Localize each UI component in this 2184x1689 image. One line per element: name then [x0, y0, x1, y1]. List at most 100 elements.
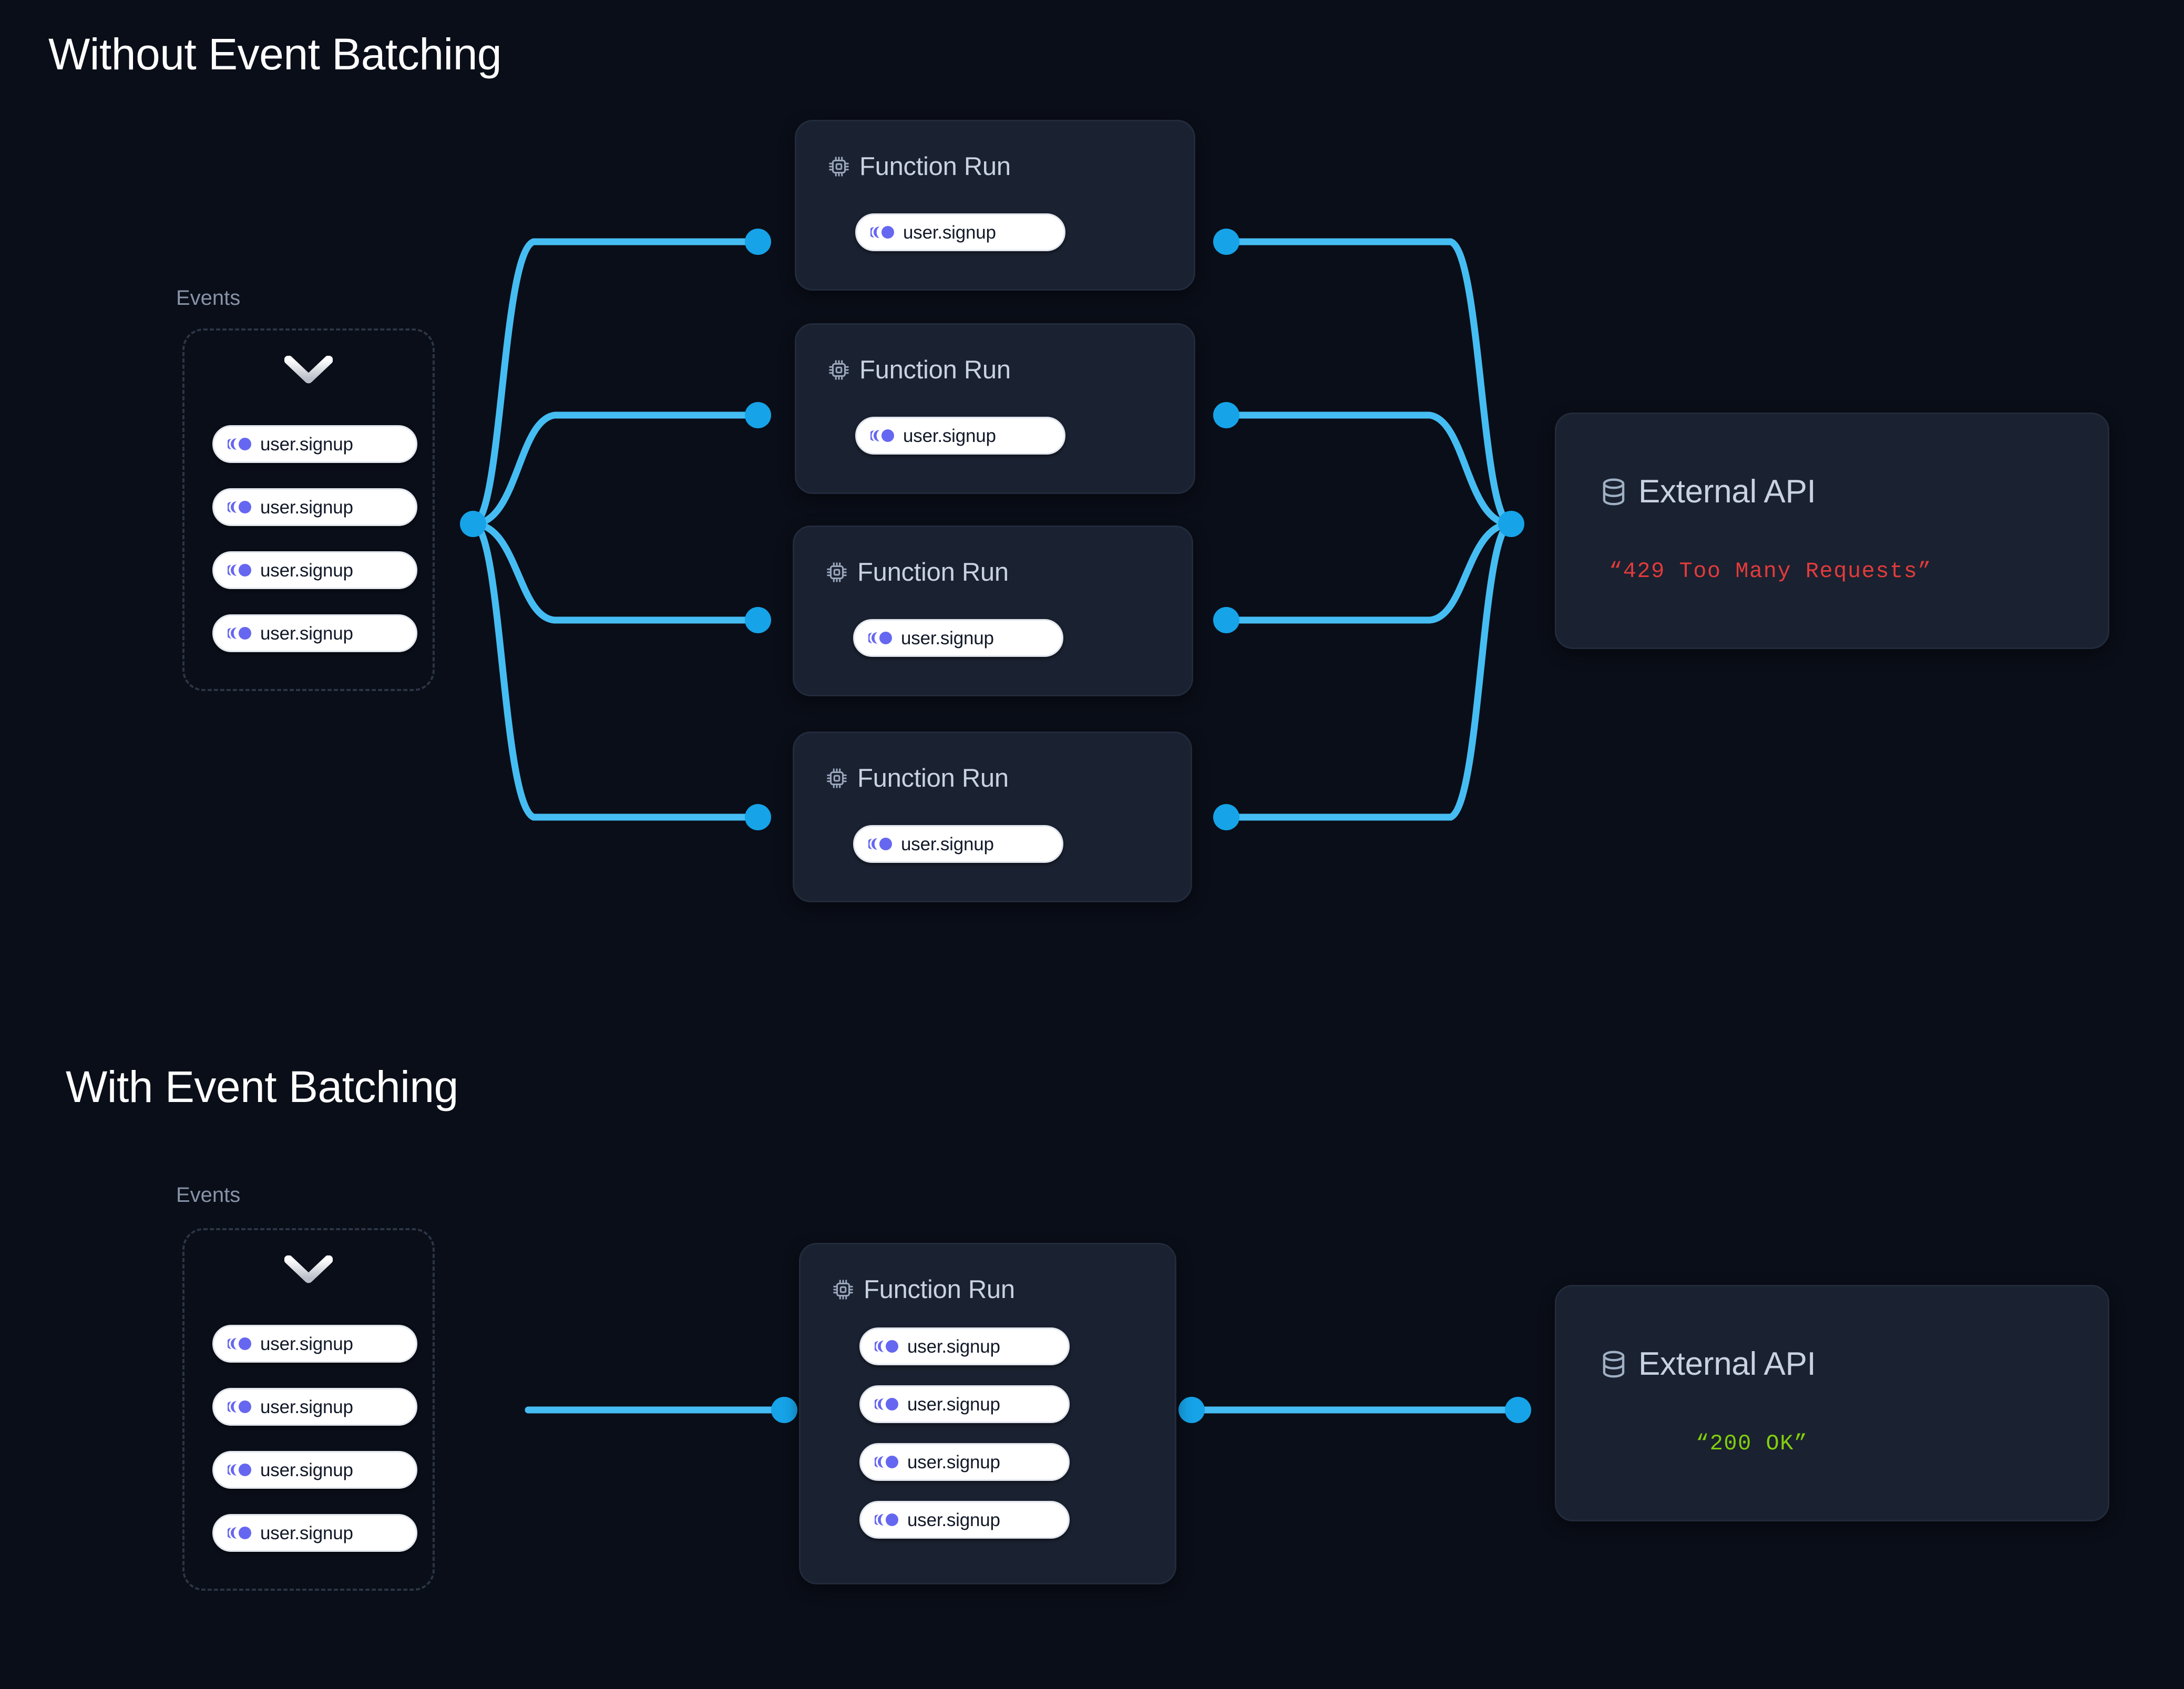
status-badge: “200 OK”	[1696, 1431, 1808, 1456]
external-api-card[interactable]: External API “200 OK”	[1555, 1285, 2109, 1521]
inngest-event-icon	[875, 1456, 898, 1468]
card-title: Function Run	[857, 558, 1009, 586]
event-pill-label: user.signup	[260, 434, 353, 455]
event-pill-label: user.signup	[907, 1336, 1000, 1357]
inngest-event-icon	[875, 1513, 898, 1526]
edge-dot-source-hub	[460, 511, 486, 537]
edge-dot-batch-api-in	[1505, 1397, 1531, 1423]
events-container-bottom: user.signup user.signup user.signup	[182, 1228, 435, 1591]
card-header: Function Run	[827, 355, 1011, 385]
event-pill[interactable]: user.signup	[212, 614, 417, 652]
card-header: Function Run	[825, 558, 1009, 587]
status-badge: “429 Too Many Requests”	[1609, 559, 1932, 584]
edge-dot-run-2-out	[1213, 402, 1239, 428]
cpu-chip-icon	[829, 360, 849, 380]
card-header: Function Run	[827, 152, 1011, 181]
event-pill[interactable]: user.signup	[212, 551, 417, 589]
event-pill[interactable]: user.signup	[212, 425, 417, 463]
external-api-card[interactable]: External API “429 Too Many Requests”	[1555, 413, 2109, 649]
inngest-event-icon	[870, 429, 894, 442]
event-pill[interactable]: user.signup	[855, 213, 1065, 251]
function-run-card-batched[interactable]: Function Run user.signup user.signup	[799, 1243, 1176, 1584]
inngest-event-icon	[228, 1400, 251, 1413]
event-pill[interactable]: user.signup	[853, 619, 1063, 657]
event-pill-label: user.signup	[260, 1459, 353, 1480]
event-pill[interactable]: user.signup	[859, 1501, 1070, 1539]
edge-dot-api-hub	[1498, 511, 1524, 537]
events-label-top: Events	[176, 286, 241, 310]
edge-run-4-to-api	[1224, 520, 1515, 821]
edge-dot-run-4-out	[1213, 804, 1239, 830]
events-container-top: user.signup user.signup user.signup	[182, 328, 435, 691]
inngest-event-icon	[870, 226, 894, 239]
event-pill[interactable]: user.signup	[212, 1514, 417, 1552]
card-title: Function Run	[864, 1275, 1015, 1304]
edge-dot-run-1-in	[745, 229, 771, 255]
card-header: Function Run	[831, 1275, 1015, 1304]
inngest-event-icon	[875, 1398, 898, 1410]
event-pill[interactable]: user.signup	[212, 1451, 417, 1489]
function-run-card[interactable]: Function Run user.signup	[793, 732, 1192, 902]
event-pill[interactable]: user.signup	[212, 1325, 417, 1363]
event-pill-label: user.signup	[901, 627, 994, 648]
edge-dot-batch-run-out	[1178, 1397, 1205, 1423]
event-pill-label: user.signup	[260, 1522, 353, 1543]
card-title: External API	[1638, 473, 1816, 510]
card-header: External API	[1597, 473, 1816, 510]
event-pill-label: user.signup	[901, 833, 994, 854]
edge-events-to-run-3	[469, 520, 761, 624]
cpu-chip-icon	[833, 1280, 853, 1300]
function-run-card[interactable]: Function Run user.signup	[793, 526, 1193, 696]
inngest-event-icon	[875, 1340, 898, 1353]
event-pill[interactable]: user.signup	[859, 1327, 1070, 1365]
card-title: Function Run	[859, 356, 1011, 384]
event-pill[interactable]: user.signup	[212, 1388, 417, 1426]
inngest-event-icon	[868, 838, 892, 850]
card-title: Function Run	[859, 152, 1011, 181]
section-title-with-batching: With Event Batching	[66, 1062, 458, 1111]
inngest-event-icon	[228, 1464, 251, 1476]
inngest-event-icon	[228, 501, 251, 513]
inngest-event-icon	[228, 564, 251, 576]
event-pill[interactable]: user.signup	[859, 1443, 1070, 1481]
inngest-event-icon	[228, 627, 251, 640]
event-pill[interactable]: user.signup	[855, 417, 1065, 455]
inngest-event-icon	[228, 1337, 251, 1350]
chevron-down-icon	[284, 1255, 333, 1283]
event-pill-label: user.signup	[260, 1333, 353, 1354]
function-run-card[interactable]: Function Run user.signup	[795, 120, 1195, 291]
card-title: Function Run	[857, 764, 1009, 792]
edge-dot-run-4-in	[745, 804, 771, 830]
event-pill-label: user.signup	[260, 1396, 353, 1417]
edge-dot-run-3-out	[1213, 607, 1239, 633]
event-pill[interactable]: user.signup	[859, 1385, 1070, 1423]
event-pill-label: user.signup	[907, 1394, 1000, 1415]
database-icon	[1603, 1351, 1625, 1377]
cpu-chip-icon	[827, 562, 847, 582]
edge-run-2-to-api	[1224, 411, 1515, 528]
edge-events-to-run-2	[469, 411, 761, 528]
function-run-card[interactable]: Function Run user.signup	[795, 323, 1195, 494]
card-title: External API	[1638, 1346, 1816, 1382]
event-pill[interactable]: user.signup	[853, 825, 1063, 863]
edge-dot-run-2-in	[745, 402, 771, 428]
cpu-chip-icon	[829, 157, 849, 177]
inngest-event-icon	[228, 1527, 251, 1539]
event-pill-label: user.signup	[907, 1509, 1000, 1530]
card-header: External API	[1597, 1345, 1816, 1383]
chevron-down-icon	[284, 356, 333, 384]
event-pill-label: user.signup	[903, 222, 996, 243]
edge-events-to-run-4	[469, 520, 761, 821]
inngest-event-icon	[228, 438, 251, 450]
event-pill-label: user.signup	[260, 623, 353, 644]
edge-run-1-to-api	[1224, 238, 1515, 528]
event-pill-label: user.signup	[903, 425, 996, 446]
card-header: Function Run	[825, 764, 1009, 793]
events-label-bottom: Events	[176, 1183, 241, 1207]
edge-run-3-to-api	[1224, 520, 1515, 624]
edge-dot-run-3-in	[745, 607, 771, 633]
edge-events-to-run-1	[469, 238, 761, 528]
event-pill[interactable]: user.signup	[212, 488, 417, 526]
event-pill-label: user.signup	[260, 560, 353, 581]
